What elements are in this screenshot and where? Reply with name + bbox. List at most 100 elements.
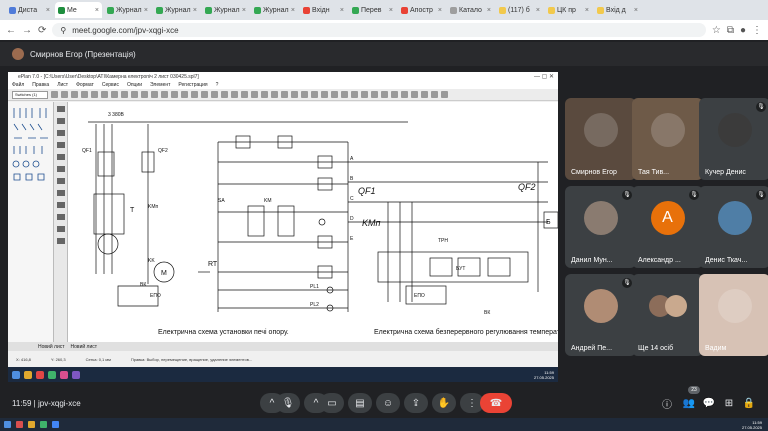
browser-tab[interactable]: ЦК пр× <box>545 2 592 18</box>
close-tab-icon[interactable]: × <box>290 6 295 14</box>
reactions-button[interactable]: ☺ <box>376 393 400 413</box>
taskbar-app-icon[interactable] <box>16 421 23 428</box>
meeting-info: 11:59 | jpv-xqgi-xce <box>12 399 81 408</box>
browser-tab[interactable]: Журнал× <box>202 2 249 18</box>
browser-tab[interactable]: Журнал× <box>153 2 200 18</box>
drawing-canvas[interactable]: 3 380В QF1 QF2 KMп T M RT KK ВК ЕПО SA P… <box>68 102 558 342</box>
present-button[interactable]: ⇪ <box>404 393 428 413</box>
leave-call-button[interactable]: ☎ <box>480 393 512 413</box>
toolbar-tool-icon <box>191 91 198 98</box>
profile-icon[interactable]: ● <box>739 24 746 36</box>
microphone-button[interactable]: 🎙 <box>276 393 300 413</box>
activities-icon[interactable]: ⊞ <box>724 397 734 409</box>
close-tab-icon[interactable]: × <box>94 6 99 14</box>
raise-hand-button[interactable]: ✋ <box>432 393 456 413</box>
close-tab-icon[interactable]: × <box>535 6 540 14</box>
sheet-tab[interactable]: Новий лист <box>70 343 98 350</box>
people-icon[interactable]: 👥 <box>682 397 696 409</box>
toolbar-tool-icon <box>221 91 228 98</box>
toolbar-tool-icon <box>401 91 408 98</box>
browser-tab[interactable]: Диста× <box>6 2 53 18</box>
toolbar-tool-icon <box>381 91 388 98</box>
tab-favicon-icon <box>401 6 408 14</box>
label-tpn: ТРН <box>438 238 448 244</box>
toolbar-tool-icon <box>301 91 308 98</box>
info-icon[interactable]: ⓘ <box>662 399 672 411</box>
participant-tile[interactable]: 🎙Данил Мун... <box>565 186 636 268</box>
reload-icon[interactable]: ⟳ <box>38 24 47 36</box>
url-text: meet.google.com/jpv-xqgi-xce <box>72 25 179 35</box>
windows-start-icon[interactable] <box>4 421 11 428</box>
close-tab-icon[interactable]: × <box>437 6 442 14</box>
camera-button[interactable]: ▭ <box>320 393 344 413</box>
browser-tab[interactable]: Вхід д× <box>594 2 641 18</box>
tab-favicon-icon <box>352 6 359 14</box>
window-controls-icon: — ▢ ✕ <box>533 74 554 80</box>
browser-tab[interactable]: Журнал× <box>251 2 298 18</box>
tab-favicon-icon <box>450 6 457 14</box>
close-tab-icon[interactable]: × <box>633 6 638 14</box>
meeting-time: 11:59 <box>12 398 32 408</box>
captions-button[interactable]: ▤ <box>348 393 372 413</box>
browser-tab[interactable]: Катало× <box>447 2 494 18</box>
label-pl2: PL2 <box>310 302 319 308</box>
forward-icon[interactable]: → <box>22 24 32 36</box>
more-options-button[interactable]: ⋮ <box>460 393 484 413</box>
browser-tab[interactable]: Ме × <box>55 2 102 18</box>
app-icon <box>60 370 68 379</box>
close-tab-icon[interactable]: × <box>192 6 197 14</box>
chat-icon[interactable]: 💬 <box>702 397 716 409</box>
participant-tile[interactable]: Тая Тив... <box>632 98 703 180</box>
label-vk: ВК <box>140 282 146 288</box>
browser-tab-label: Апостр <box>410 6 433 14</box>
taskbar-app-icon[interactable] <box>28 421 35 428</box>
shared-menu-item: ? <box>215 82 219 88</box>
toolbar-tool-icon <box>351 91 358 98</box>
browser-tab[interactable]: (117) б× <box>496 2 543 18</box>
status-x: X: 416,8 <box>16 356 31 362</box>
close-tab-icon[interactable]: × <box>339 6 344 14</box>
close-tab-icon[interactable]: × <box>388 6 393 14</box>
extensions-icon[interactable]: ⧉ <box>726 24 734 36</box>
library-selector: Switches (1) <box>12 90 48 99</box>
browser-tab[interactable]: Перев× <box>349 2 396 18</box>
presenter-avatar <box>12 48 24 60</box>
bookmark-star-icon[interactable]: ☆ <box>711 24 721 36</box>
site-info-icon[interactable]: ⚲ <box>60 25 67 35</box>
host-controls-icon[interactable]: 🔒 <box>742 397 756 409</box>
back-icon[interactable]: ← <box>6 24 16 36</box>
tab-favicon-icon <box>107 6 114 14</box>
toolbar-tool-icon <box>91 91 98 98</box>
browser-tab-strip: Диста×Ме×Журнал×Журнал×Журнал×Журнал×Вхі… <box>0 0 768 20</box>
close-tab-icon[interactable]: × <box>584 6 589 14</box>
url-field[interactable]: ⚲ meet.google.com/jpv-xqgi-xce <box>52 23 706 37</box>
app-icon <box>36 370 44 379</box>
close-tab-icon[interactable]: × <box>241 6 246 14</box>
participant-tile[interactable]: 🎙Андрей Пе... <box>565 274 636 356</box>
participant-name: Ще 14 осіб <box>638 345 674 352</box>
participant-tile[interactable]: 🎙Денис Ткач... <box>699 186 768 268</box>
tab-favicon-icon <box>303 6 310 14</box>
close-tab-icon[interactable]: × <box>45 6 50 14</box>
close-tab-icon[interactable]: × <box>486 6 491 14</box>
browser-tab[interactable]: Журнал× <box>104 2 151 18</box>
browser-tab-label: Ме <box>67 6 77 14</box>
participant-tile[interactable]: A🎙Александр ... <box>632 186 703 268</box>
sheet-tab[interactable]: Новий лист <box>38 343 65 350</box>
symbol-library-panel <box>8 102 54 342</box>
participant-tile[interactable]: Ще 14 осіб <box>632 274 703 356</box>
label-t: T <box>130 207 135 214</box>
close-tab-icon[interactable]: × <box>143 6 148 14</box>
participant-tile[interactable]: 🎙Кучер Денис <box>699 98 768 180</box>
browser-tab[interactable]: Апостр × <box>398 2 445 18</box>
tab-favicon-icon <box>499 6 506 14</box>
taskbar-app-icon[interactable] <box>40 421 47 428</box>
participant-name: Смирнов Егор <box>571 169 617 176</box>
shared-windows-taskbar: 11:59 27.05.2025 <box>8 367 558 382</box>
shared-menu-item: Правка <box>32 82 50 88</box>
menu-kebab-icon[interactable]: ⋮ <box>752 24 762 36</box>
taskbar-app-icon[interactable] <box>52 421 59 428</box>
participant-tile[interactable]: Вадим <box>699 274 768 356</box>
browser-tab[interactable]: Вхідн× <box>300 2 347 18</box>
participant-tile[interactable]: Смирнов Егор <box>565 98 636 180</box>
